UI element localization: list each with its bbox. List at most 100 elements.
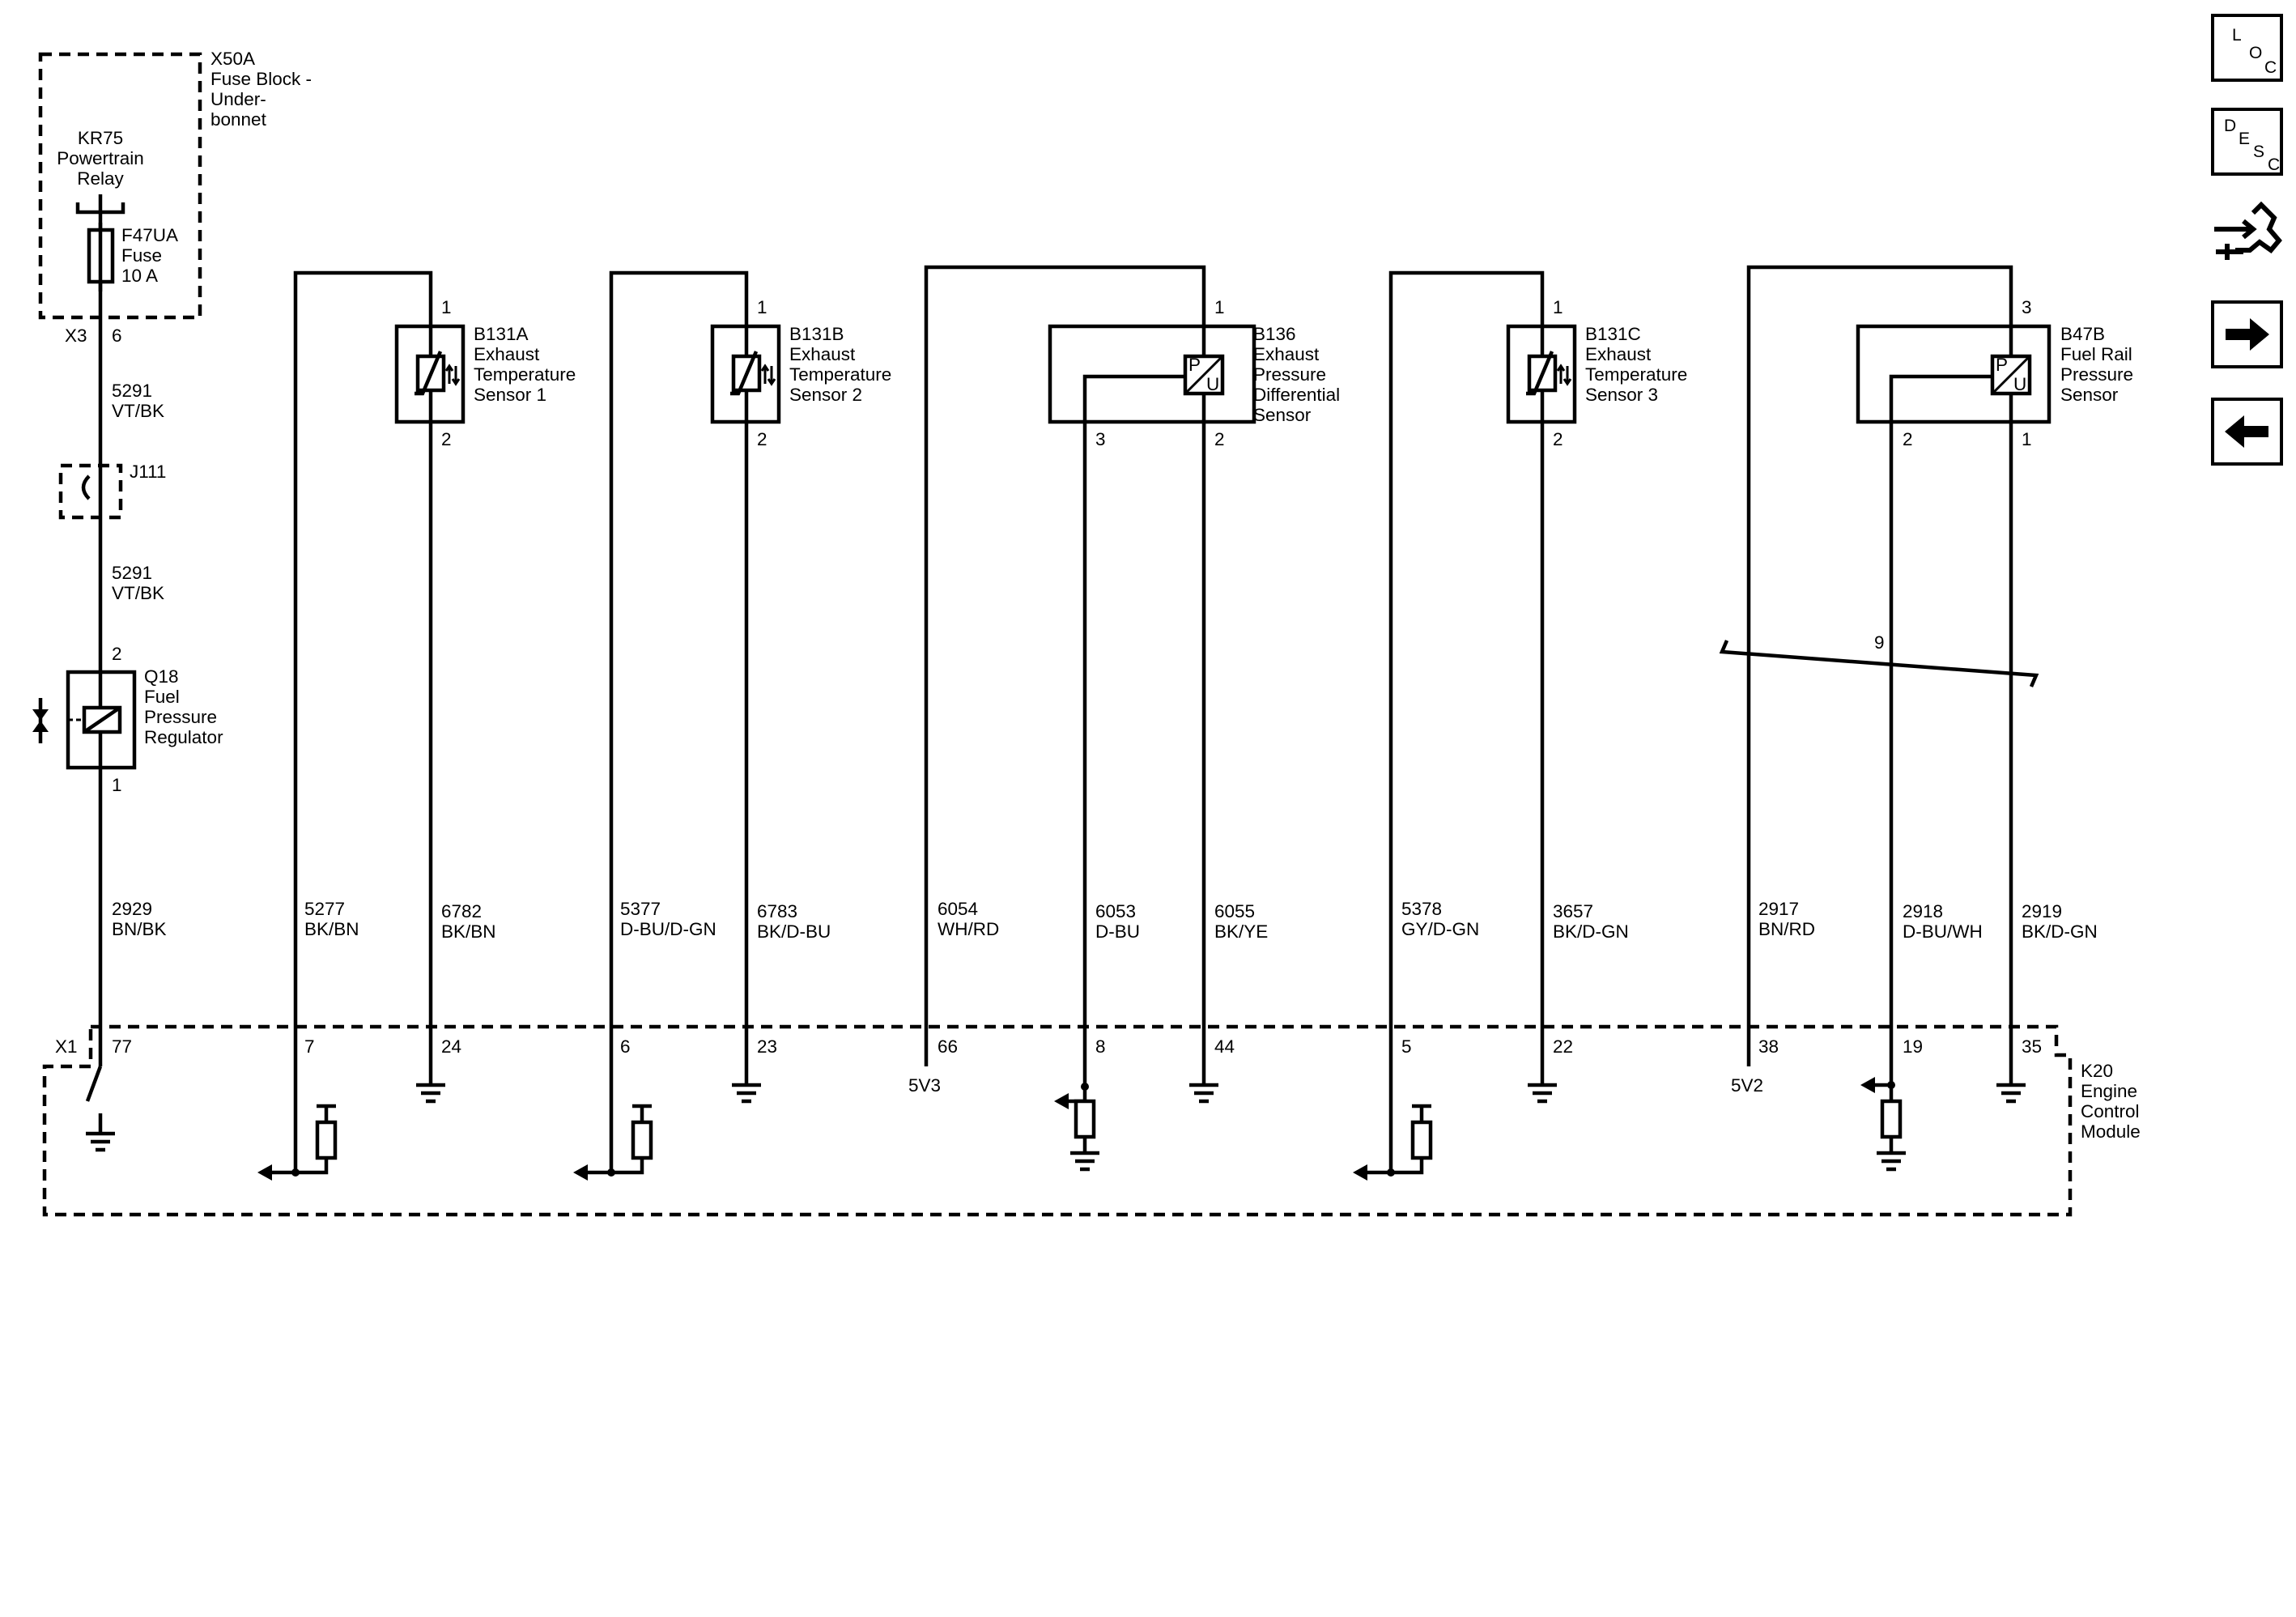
ecm-pin: 77 [112, 1036, 132, 1057]
sensor-desc-1: Exhaust [1585, 344, 1652, 364]
loc-o: O [2249, 44, 2263, 62]
pin-label: 1 [2022, 429, 2032, 449]
regulator-desc-3: Regulator [144, 727, 223, 747]
x3-pin-label: 6 [112, 326, 122, 346]
signal-line [586, 1066, 614, 1175]
wire-color: D-BU/D-GN [620, 919, 716, 939]
relay-desc-1: Powertrain [57, 148, 144, 168]
ecm-desc-2: Control [2081, 1101, 2140, 1121]
pullup-circuit [1353, 1066, 1433, 1181]
pu-p: P [1996, 355, 2008, 375]
fuse-block-desc-1: Fuse Block - [210, 69, 312, 89]
switch-icon [85, 1066, 103, 1102]
ref-label-5v2: 5V2 [1731, 1075, 1763, 1096]
desc-d: D [2224, 117, 2237, 135]
fuse-block-x50a: X50A Fuse Block - Under- bonnet [38, 49, 312, 320]
pu-u: U [2013, 374, 2026, 394]
sensor-desc-3: Sensor 2 [789, 385, 862, 405]
resistor-icon [631, 1120, 653, 1160]
ground-icon [1189, 1066, 1218, 1104]
arrow-left-icon [257, 1164, 272, 1181]
regulator-pin-top: 2 [112, 644, 122, 664]
wire-color: BK/BN [304, 919, 359, 939]
pin-label: 2 [757, 429, 767, 449]
description-button[interactable]: D E S C [2211, 108, 2283, 176]
pin-label: 1 [441, 297, 452, 317]
wire-color: BK/BN [441, 921, 496, 942]
arrow-left-icon [1353, 1164, 1367, 1181]
relay-id: KR75 [78, 128, 123, 148]
resistor-icon [315, 1120, 338, 1160]
previous-page-button[interactable] [2211, 398, 2283, 466]
sensor-id: B131A [474, 324, 529, 344]
wire-5291-color-b: VT/BK [112, 583, 164, 603]
wire-2929-circuit: 2929 [112, 899, 152, 919]
twist-label: 9 [1874, 632, 1885, 653]
pullup-circuit [257, 1066, 338, 1181]
wire-color: WH/RD [938, 919, 999, 939]
ground-icon [732, 1066, 761, 1104]
wire-color: BK/YE [1214, 921, 1268, 942]
location-button[interactable]: L O C [2211, 14, 2283, 82]
wire-color: BK/D-GN [2022, 921, 2098, 942]
ground-icon [416, 1066, 445, 1104]
regulator-q18: 2 Q18 Fuel Pressure Regulator 1 [32, 644, 223, 795]
pin-label: 1 [757, 297, 767, 317]
pin-label: 2 [1214, 429, 1225, 449]
pin-label: 2 [1553, 429, 1563, 449]
pu-p: P [1188, 355, 1201, 375]
wire-circuit: 2917 [1758, 899, 1799, 919]
desc-e: E [2239, 130, 2251, 148]
wire-color: D-BU [1095, 921, 1140, 942]
wire-circuit: 2918 [1903, 901, 1943, 921]
sensor-desc-2: Temperature [1585, 364, 1687, 385]
pin-label: 1 [1553, 297, 1563, 317]
wire-color: BK/D-GN [1553, 921, 1629, 942]
regulator-desc-1: Fuel [144, 687, 180, 707]
desc-s: S [2253, 143, 2265, 161]
splice-icon [81, 474, 91, 500]
arrow-left-icon [1054, 1093, 1069, 1109]
signal-line [270, 1066, 298, 1175]
pin-label: 2 [1903, 429, 1913, 449]
fuse-block-outline [38, 52, 202, 320]
sensor-desc-1: Exhaust [1253, 344, 1320, 364]
wire-5378 [1388, 270, 1545, 1066]
ecm-pin: 24 [441, 1036, 461, 1057]
sensor-desc-3: Sensor 1 [474, 385, 546, 405]
ecm-pin: 44 [1214, 1036, 1235, 1057]
ecm-pin: 6 [620, 1036, 631, 1057]
wire-circuit: 5378 [1401, 899, 1442, 919]
sensor-desc-3: Sensor [2060, 385, 2119, 405]
wire-color: BN/RD [1758, 919, 1815, 939]
splice-outline [58, 463, 123, 520]
sensor-desc-2: Temperature [789, 364, 891, 385]
ecm-pin: 7 [304, 1036, 315, 1057]
sensor-desc-3: Differential [1253, 385, 1340, 405]
regulator-pin-bottom: 1 [112, 775, 122, 795]
fuse-block-id: X50A [210, 49, 255, 69]
relay-kr75: KR75 Powertrain Relay [57, 128, 144, 215]
sensor-id: B136 [1253, 324, 1296, 344]
wire-5291-circuit-b: 5291 [112, 563, 152, 583]
sensor-b47b: P U 3 2 1 B47B Fuel Rail Pressure Sensor… [1719, 265, 2133, 1066]
desc-c: C [2268, 155, 2281, 174]
loc-c: C [2264, 58, 2277, 77]
fuse-block-desc-2: Under- [210, 89, 266, 109]
resistor-icon [1880, 1099, 1903, 1139]
ground-icon [86, 1113, 115, 1152]
arrow-left-icon [2225, 415, 2268, 448]
next-page-button[interactable] [2211, 300, 2283, 368]
splice-label: J111 [130, 462, 166, 482]
sensor-desc-2: Pressure [1253, 364, 1326, 385]
sensor-desc-1: Exhaust [789, 344, 856, 364]
connector-repair-button[interactable] [2211, 197, 2283, 265]
wire-color: GY/D-GN [1401, 919, 1479, 939]
pin-label: 3 [1095, 429, 1106, 449]
ecm-pin: 19 [1903, 1036, 1923, 1057]
ground-icon [1877, 1137, 1906, 1172]
fuse-desc-1: Fuse [121, 245, 162, 266]
ecm-pin: 35 [2022, 1036, 2042, 1057]
wire-circuit: 6782 [441, 901, 482, 921]
wire-circuit: 5277 [304, 899, 345, 919]
